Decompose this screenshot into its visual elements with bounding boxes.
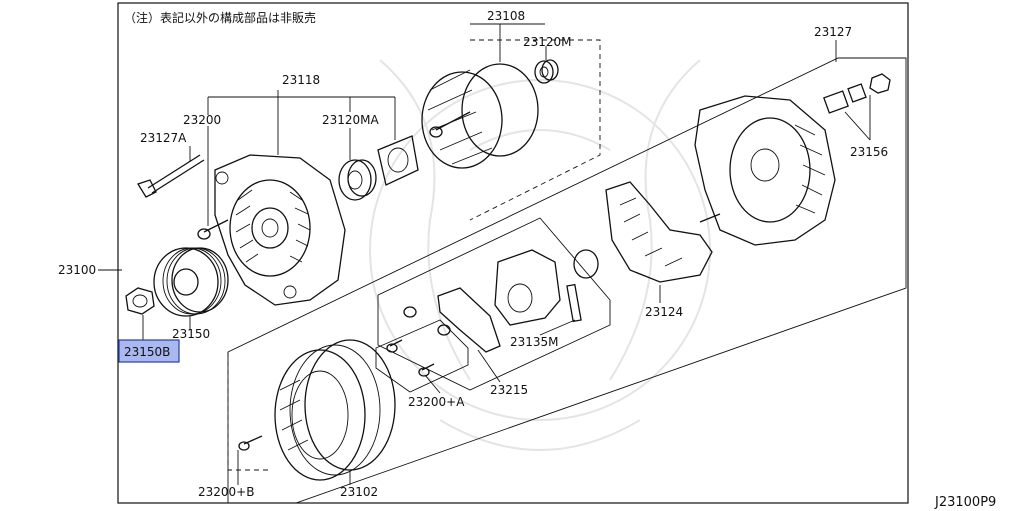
rotor-part: [421, 63, 539, 169]
pulley-nut-part: [125, 287, 155, 315]
label-23215: 23215: [490, 383, 528, 397]
leader-lines: [98, 23, 871, 485]
bearing-plate-part: [377, 135, 419, 186]
label-23124: 23124: [645, 305, 683, 319]
diagram-code: J23100P9: [934, 495, 996, 510]
rear-bracket-part: [694, 95, 836, 246]
rotor-dashed-boundary: [469, 39, 601, 221]
bearing-part: [338, 159, 377, 201]
screws-23200A-part: [386, 339, 435, 377]
front-bracket-part: [214, 154, 346, 306]
label-23200A: 23200+A: [408, 395, 465, 409]
stator-part: [274, 339, 396, 481]
connector-plate-part: [403, 287, 501, 353]
screw-23200B-part: [238, 435, 263, 451]
label-23118: 23118: [282, 73, 320, 87]
watermark-emblem: [369, 59, 711, 451]
screw-23200-part: [197, 219, 229, 240]
label-23102: 23102: [340, 485, 378, 499]
label-23150B[interactable]: 23150B: [124, 345, 170, 359]
label-23200: 23200: [183, 113, 221, 127]
note-text: （注）表記以外の構成部品は非販売: [124, 10, 316, 25]
long-bolt-part: [137, 154, 205, 198]
rectifier-part: [605, 181, 721, 283]
outer-frame: [117, 2, 909, 504]
label-23120MA: 23120MA: [322, 113, 380, 127]
pulley-part: [153, 247, 229, 317]
regulator-subgroup-boundary: [377, 217, 611, 391]
label-23120M: 23120M: [523, 35, 572, 49]
label-23127: 23127: [814, 25, 852, 39]
label-23150: 23150: [172, 327, 210, 341]
screw-subgroup-boundary: [375, 319, 469, 393]
regulator-part: [494, 249, 599, 326]
label-23200B: 23200+B: [198, 485, 254, 499]
stator-dashed-boundary: [227, 352, 268, 471]
label-23156: 23156: [850, 145, 888, 159]
label-23108: 23108: [487, 9, 525, 23]
label-23100: 23100: [58, 263, 96, 277]
highlight-box-23150B: [118, 339, 180, 363]
assembly-boundary: [227, 57, 907, 504]
label-23127A: 23127A: [140, 131, 187, 145]
label-23135M: 23135M: [510, 335, 559, 349]
terminal-parts: [823, 73, 891, 114]
rear-bearing-part: [534, 59, 559, 84]
